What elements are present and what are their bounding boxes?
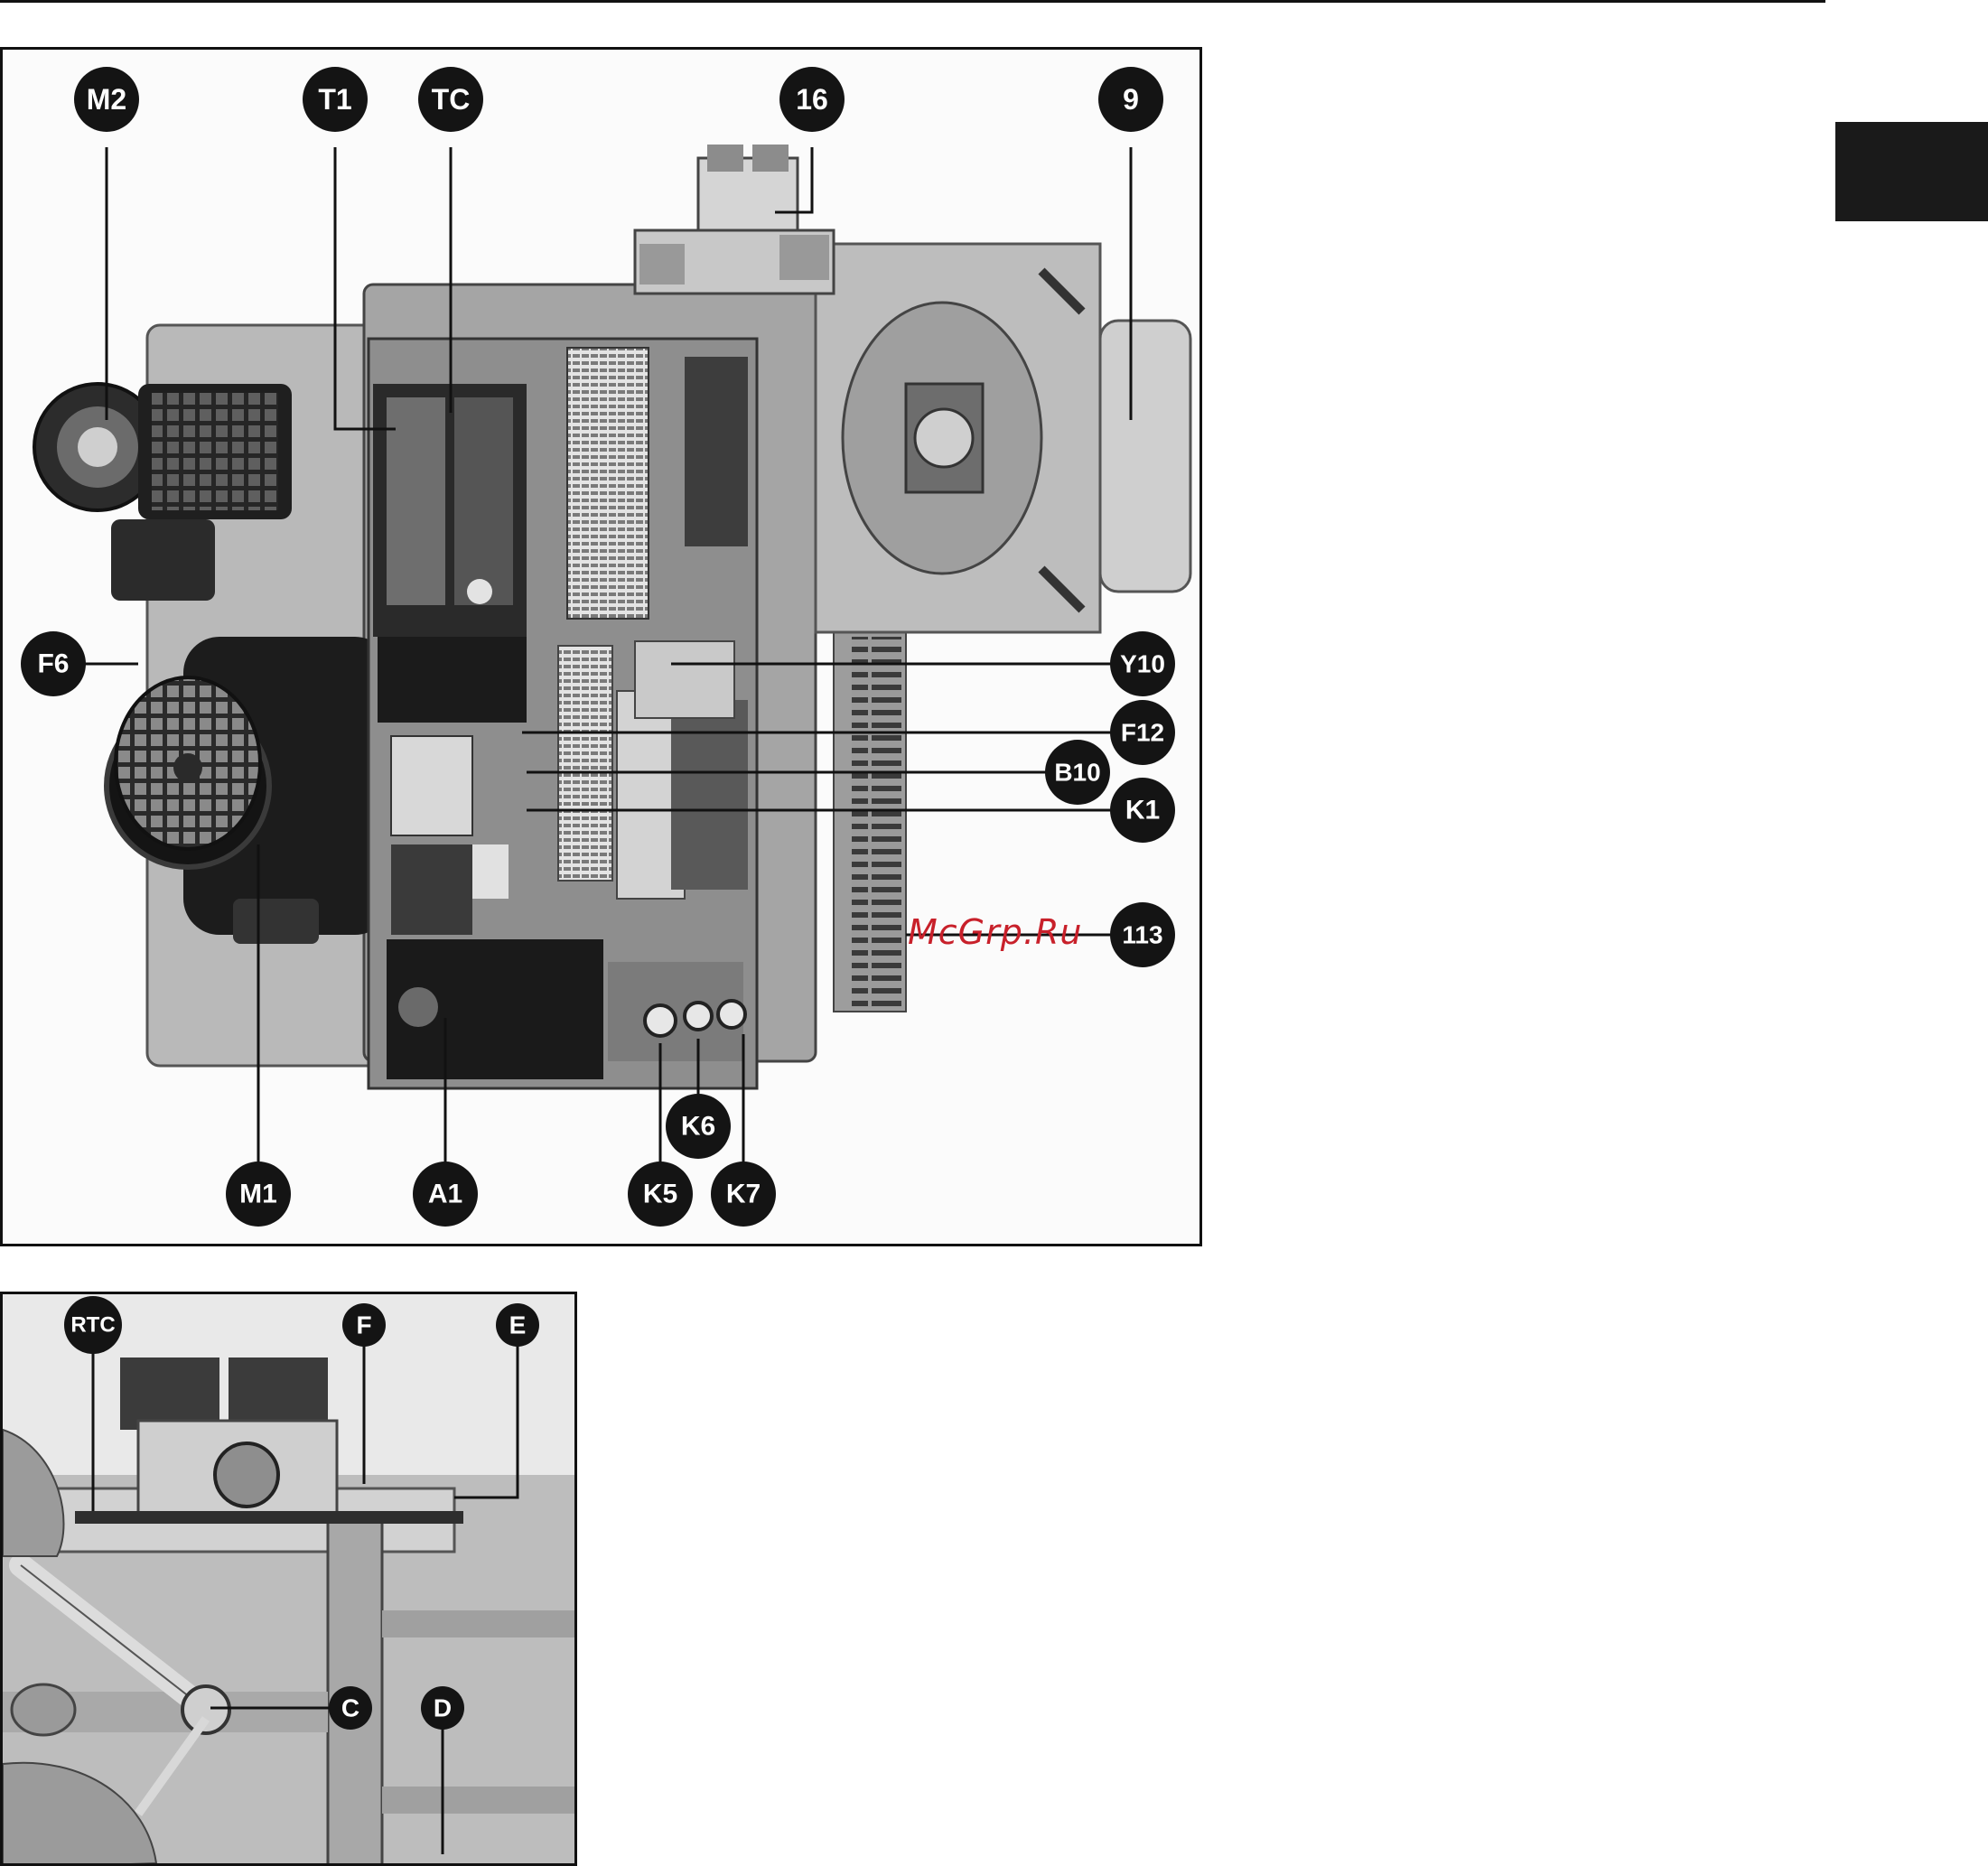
svg-text:D: D xyxy=(434,1694,452,1722)
svg-text:K7: K7 xyxy=(726,1180,761,1209)
svg-text:E: E xyxy=(509,1311,527,1339)
svg-text:F: F xyxy=(356,1311,371,1339)
burner-figure: M2 T1 TC 16 9 F6 Y10 F12 B10 K1 113 M1 A… xyxy=(0,47,1202,1246)
callout-c: C xyxy=(329,1686,372,1730)
control-panel xyxy=(369,339,757,1088)
section-tab-marker xyxy=(1835,122,1988,221)
callout-rtc: RTC xyxy=(64,1296,122,1354)
svg-text:C: C xyxy=(341,1694,359,1722)
callout-tc: TC xyxy=(418,67,483,132)
svg-text:RTC: RTC xyxy=(70,1313,115,1338)
callout-f12: F12 xyxy=(1110,700,1175,765)
burner-illustration: M2 T1 TC 16 9 F6 Y10 F12 B10 K1 113 M1 A… xyxy=(3,50,1202,1246)
svg-text:K1: K1 xyxy=(1125,796,1160,826)
valve-removal-figure: RTC F E C D xyxy=(0,1292,577,1866)
callout-f: F xyxy=(342,1303,386,1347)
svg-text:B10: B10 xyxy=(1054,759,1100,787)
callout-y10: Y10 xyxy=(1110,631,1175,696)
callout-m1: M1 xyxy=(226,1162,291,1227)
svg-text:F12: F12 xyxy=(1121,719,1164,747)
callout-t1: T1 xyxy=(303,67,368,132)
svg-text:F6: F6 xyxy=(37,649,69,679)
svg-text:K5: K5 xyxy=(643,1180,677,1209)
callout-16: 16 xyxy=(779,67,845,132)
svg-text:113: 113 xyxy=(1122,921,1162,949)
callout-k6: K6 xyxy=(666,1094,731,1159)
callout-a1: A1 xyxy=(413,1162,478,1227)
svg-text:M1: M1 xyxy=(239,1180,277,1209)
blast-tube xyxy=(816,244,1190,632)
watermark: McGrp.Ru xyxy=(908,912,1082,952)
svg-text:TC: TC xyxy=(432,83,471,116)
header-rule xyxy=(0,0,1825,3)
callout-e: E xyxy=(496,1303,539,1347)
callout-k1: K1 xyxy=(1110,778,1175,843)
callout-k5: K5 xyxy=(628,1162,693,1227)
callout-k7: K7 xyxy=(711,1162,776,1227)
callout-9: 9 xyxy=(1098,67,1163,132)
svg-text:9: 9 xyxy=(1123,83,1139,116)
svg-text:K6: K6 xyxy=(681,1112,715,1142)
callout-d: D xyxy=(421,1686,464,1730)
svg-text:T1: T1 xyxy=(318,83,351,116)
callout-f6: F6 xyxy=(21,631,86,696)
svg-text:M2: M2 xyxy=(87,83,126,116)
svg-text:16: 16 xyxy=(796,83,828,116)
callout-b10: B10 xyxy=(1045,740,1110,805)
valve-assembly xyxy=(635,145,834,294)
svg-text:Y10: Y10 xyxy=(1120,650,1165,678)
callout-113: 113 xyxy=(1110,902,1175,967)
valve-removal-illustration: RTC F E C D xyxy=(3,1294,577,1866)
svg-text:A1: A1 xyxy=(428,1180,462,1209)
callout-m2: M2 xyxy=(74,67,139,132)
